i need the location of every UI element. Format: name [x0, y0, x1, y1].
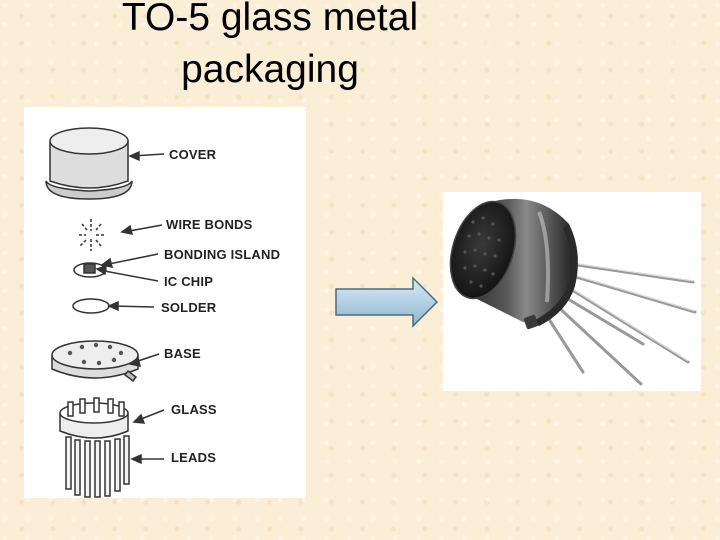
- exploded-drawing: [45, 127, 165, 498]
- label-leads: LEADS: [171, 450, 217, 465]
- cover-part: [45, 127, 133, 200]
- glass-part: [59, 397, 129, 439]
- label-base: BASE: [164, 346, 201, 361]
- solder-part: [72, 298, 110, 314]
- callout-arrows: [95, 150, 165, 465]
- slide-title: TO-5 glass metal packaging: [60, 0, 480, 96]
- title-line-2: packaging: [181, 48, 359, 91]
- to5-package-photo: [443, 192, 701, 391]
- label-wire-bonds: WIRE BONDS: [166, 217, 253, 232]
- photo-can-top: [449, 200, 517, 300]
- label-bonding-island: BONDING ISLAND: [164, 247, 281, 262]
- label-solder: SOLDER: [161, 300, 217, 315]
- wire-bonds-part: [79, 219, 104, 251]
- label-ic-chip: IC CHIP: [164, 274, 214, 289]
- leads-part: [65, 435, 130, 498]
- base-part: [51, 340, 139, 383]
- right-arrow-icon: [335, 276, 439, 328]
- label-cover: COVER: [169, 147, 217, 162]
- title-line-1: TO-5 glass metal: [121, 0, 419, 39]
- to5-can-image: [449, 198, 697, 386]
- exploded-package-diagram: COVER WIRE BONDS BONDING ISLAND IC CHIP …: [24, 107, 306, 498]
- ic-chip-part: [83, 263, 96, 274]
- label-glass: GLASS: [171, 402, 217, 417]
- photo-leads: [541, 262, 697, 386]
